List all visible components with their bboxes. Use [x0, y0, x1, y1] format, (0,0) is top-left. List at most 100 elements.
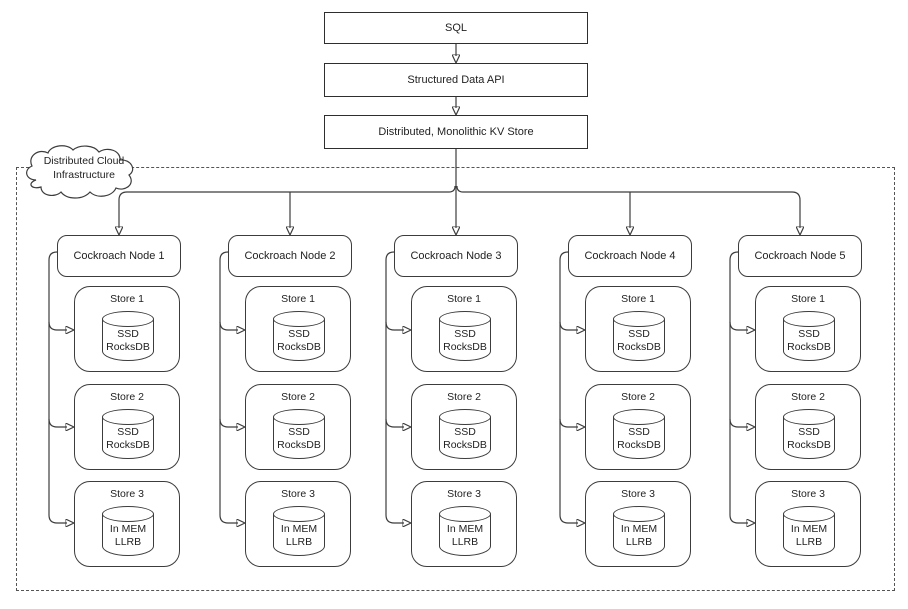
- database-label: SSD RocksDB: [102, 426, 154, 452]
- cockroach-node-label: Cockroach Node 4: [584, 250, 676, 262]
- store-1-box: Store 1 SSD RocksDB: [755, 286, 861, 372]
- store-title: Store 2: [791, 391, 825, 403]
- store-title: Store 1: [110, 293, 144, 305]
- store-title: Store 1: [447, 293, 481, 305]
- database-label-line2: RocksDB: [617, 341, 661, 353]
- cockroach-node-column: Cockroach Node 3 Store 1 SSD RocksDB Sto…: [394, 235, 518, 567]
- database-label-line1: In MEM: [280, 523, 318, 535]
- database-label-line1: SSD: [454, 328, 476, 340]
- cylinder-body: [102, 417, 154, 459]
- store-2-box: Store 2 SSD RocksDB: [411, 384, 517, 470]
- database-label: SSD RocksDB: [439, 328, 491, 354]
- database-label-line2: RocksDB: [277, 341, 321, 353]
- database-label-line1: SSD: [454, 426, 476, 438]
- store-2-box: Store 2 SSD RocksDB: [245, 384, 351, 470]
- store-2-box: Store 2 SSD RocksDB: [585, 384, 691, 470]
- kv-store-box: Distributed, Monolithic KV Store: [324, 115, 588, 149]
- database-label: In MEM LLRB: [439, 523, 491, 549]
- store-title: Store 2: [621, 391, 655, 403]
- database-cylinder-icon: In MEM LLRB: [439, 506, 491, 556]
- cylinder-body: [439, 319, 491, 361]
- cockroach-node-box: Cockroach Node 2: [228, 235, 352, 277]
- store-1-box: Store 1 SSD RocksDB: [74, 286, 180, 372]
- cockroach-node-box: Cockroach Node 4: [568, 235, 692, 277]
- database-cylinder-icon: SSD RocksDB: [613, 311, 665, 361]
- cylinder-body: [613, 514, 665, 556]
- database-label: SSD RocksDB: [273, 328, 325, 354]
- store-title: Store 3: [447, 488, 481, 500]
- cloud-label-line2: Infrastructure: [53, 169, 115, 181]
- cockroach-node-box: Cockroach Node 3: [394, 235, 518, 277]
- database-label-line2: LLRB: [114, 536, 142, 548]
- cockroach-node-column: Cockroach Node 1 Store 1 SSD RocksDB Sto…: [57, 235, 181, 567]
- database-label: SSD RocksDB: [613, 426, 665, 452]
- cockroach-node-label: Cockroach Node 5: [754, 250, 846, 262]
- database-label-line1: In MEM: [109, 523, 147, 535]
- database-label-line1: SSD: [798, 328, 820, 340]
- cockroach-node-column: Cockroach Node 4 Store 1 SSD RocksDB Sto…: [568, 235, 692, 567]
- database-label: In MEM LLRB: [783, 523, 835, 549]
- store-title: Store 1: [791, 293, 825, 305]
- store-title: Store 1: [281, 293, 315, 305]
- store-title: Store 3: [281, 488, 315, 500]
- cylinder-body: [273, 417, 325, 459]
- database-label-line1: In MEM: [620, 523, 658, 535]
- store-2-box: Store 2 SSD RocksDB: [755, 384, 861, 470]
- cylinder-body: [439, 417, 491, 459]
- cockroach-node-label: Cockroach Node 2: [244, 250, 336, 262]
- database-label-line2: RocksDB: [443, 439, 487, 451]
- database-label-line1: SSD: [288, 328, 310, 340]
- store-title: Store 3: [621, 488, 655, 500]
- database-label: SSD RocksDB: [102, 328, 154, 354]
- database-cylinder-icon: SSD RocksDB: [102, 311, 154, 361]
- cylinder-body: [102, 514, 154, 556]
- database-label-line1: In MEM: [446, 523, 484, 535]
- kv-store-label: Distributed, Monolithic KV Store: [378, 126, 534, 138]
- database-label-line1: SSD: [798, 426, 820, 438]
- cloud-icon: [26, 145, 134, 199]
- cylinder-body: [273, 514, 325, 556]
- database-cylinder-icon: SSD RocksDB: [439, 409, 491, 459]
- structured-data-api-label: Structured Data API: [407, 74, 505, 86]
- database-label: In MEM LLRB: [613, 523, 665, 549]
- database-label-line2: LLRB: [795, 536, 823, 548]
- database-label: SSD RocksDB: [273, 426, 325, 452]
- store-title: Store 2: [281, 391, 315, 403]
- database-label-line2: RocksDB: [106, 341, 150, 353]
- structured-data-api-box: Structured Data API: [324, 63, 588, 97]
- database-label: In MEM LLRB: [102, 523, 154, 549]
- database-label: SSD RocksDB: [439, 426, 491, 452]
- database-cylinder-icon: In MEM LLRB: [613, 506, 665, 556]
- database-cylinder-icon: In MEM LLRB: [102, 506, 154, 556]
- cylinder-body: [102, 319, 154, 361]
- database-label-line2: RocksDB: [617, 439, 661, 451]
- store-1-box: Store 1 SSD RocksDB: [245, 286, 351, 372]
- database-label-line1: In MEM: [790, 523, 828, 535]
- cylinder-body: [783, 319, 835, 361]
- database-label-line2: RocksDB: [443, 341, 487, 353]
- sql-box: SQL: [324, 12, 588, 44]
- database-label-line2: RocksDB: [106, 439, 150, 451]
- database-cylinder-icon: SSD RocksDB: [783, 409, 835, 459]
- store-3-box: Store 3 In MEM LLRB: [585, 481, 691, 567]
- database-cylinder-icon: SSD RocksDB: [273, 409, 325, 459]
- database-label-line2: RocksDB: [277, 439, 321, 451]
- store-3-box: Store 3 In MEM LLRB: [74, 481, 180, 567]
- database-label-line2: LLRB: [285, 536, 313, 548]
- cockroach-node-box: Cockroach Node 5: [738, 235, 862, 277]
- database-cylinder-icon: SSD RocksDB: [273, 311, 325, 361]
- cloud-infrastructure-label: Distributed Cloud Infrastructure: [28, 154, 140, 182]
- cockroach-node-box: Cockroach Node 1: [57, 235, 181, 277]
- store-3-box: Store 3 In MEM LLRB: [755, 481, 861, 567]
- store-title: Store 3: [110, 488, 144, 500]
- database-label: In MEM LLRB: [273, 523, 325, 549]
- cylinder-body: [613, 319, 665, 361]
- cockroach-node-label: Cockroach Node 1: [73, 250, 165, 262]
- cylinder-body: [273, 319, 325, 361]
- database-label-line1: SSD: [628, 426, 650, 438]
- database-label-line1: SSD: [288, 426, 310, 438]
- database-label-line1: SSD: [628, 328, 650, 340]
- database-label-line2: RocksDB: [787, 341, 831, 353]
- database-label-line1: SSD: [117, 426, 139, 438]
